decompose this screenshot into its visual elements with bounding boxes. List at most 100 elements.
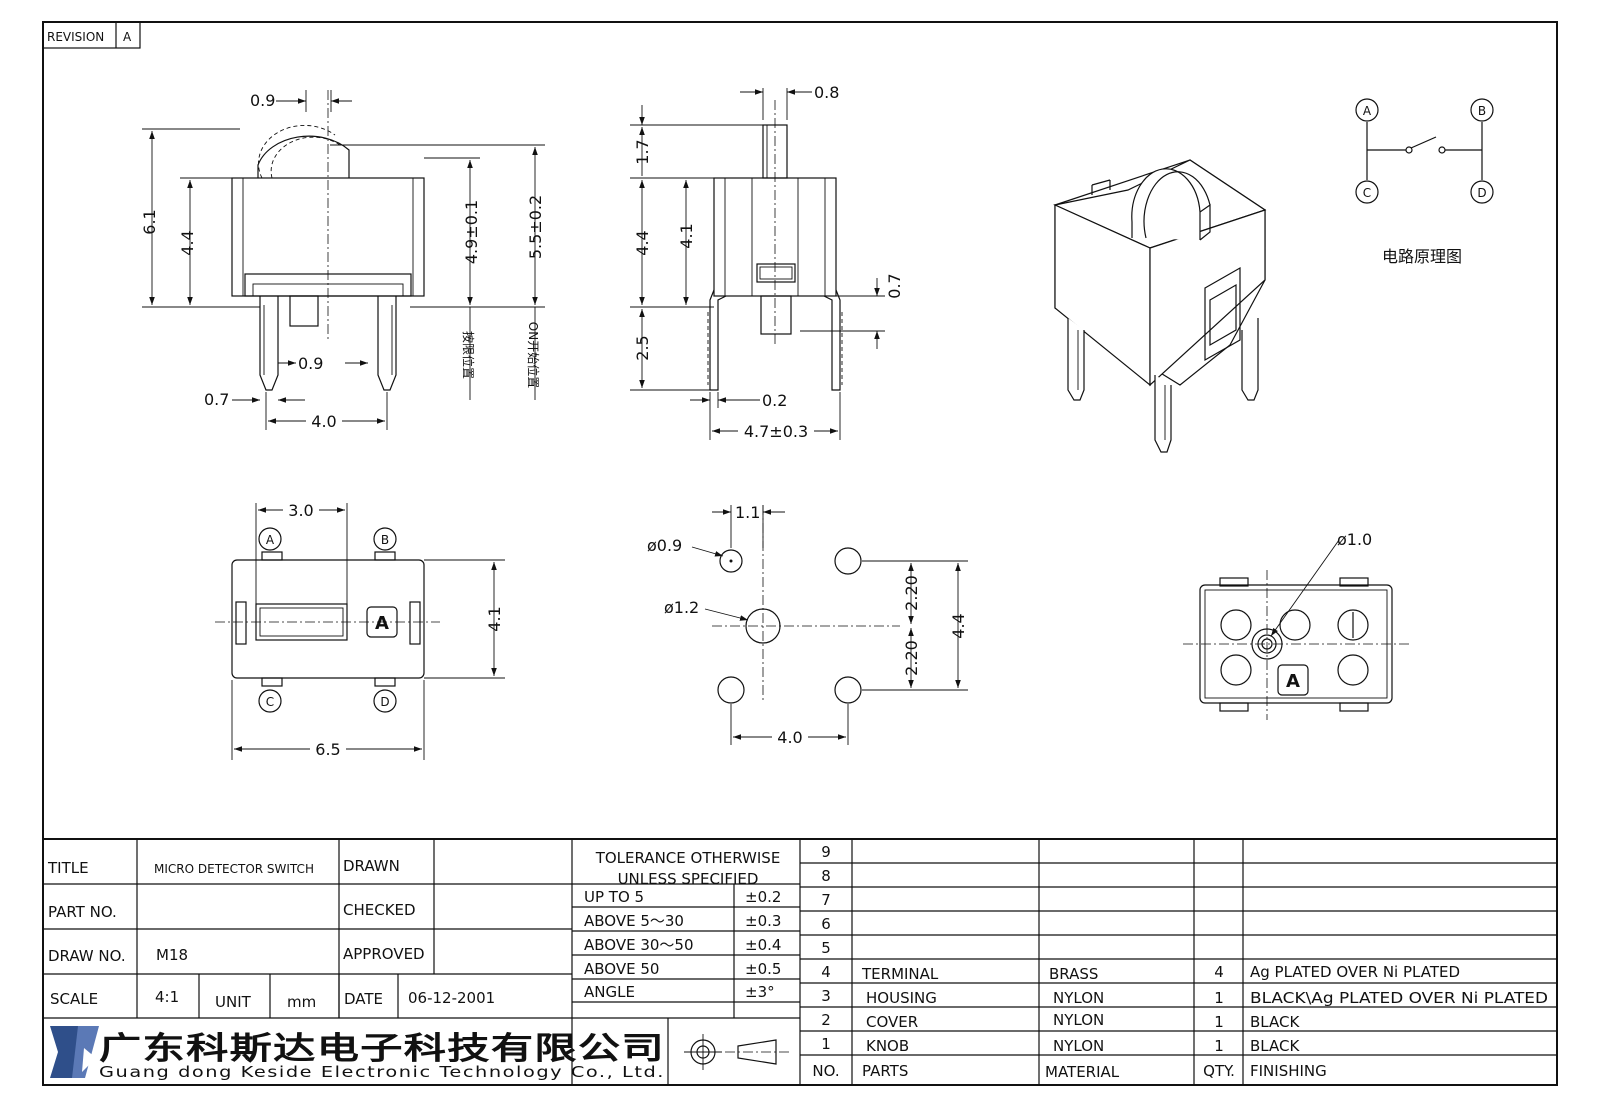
dim-front-free-height: 5.5±0.2 xyxy=(526,195,545,259)
bottom-body xyxy=(1199,584,1393,704)
svg-text:C: C xyxy=(266,695,274,709)
dim-side-width: 4.7±0.3 xyxy=(744,422,808,441)
svg-text:ANGLE: ANGLE xyxy=(584,983,635,1001)
pcb-layout: 1.1 ø0.9 ø1.2 2.20 2.20 4.4 4.0 xyxy=(647,503,968,747)
pcb-hole-b xyxy=(834,547,862,575)
parts-row: 1 KNOB NYLON 1 BLACK xyxy=(821,1035,1300,1055)
dim-pcb-total-height: 4.4 xyxy=(949,613,968,638)
top-view: A B C D A 3.0 4.1 6.5 xyxy=(215,501,505,760)
date-value: 06-12-2001 xyxy=(408,989,495,1007)
terminal-d-marker xyxy=(1470,180,1494,204)
date-label: DATE xyxy=(344,990,383,1008)
svg-text:KNOB: KNOB xyxy=(866,1037,909,1055)
iso-pin-front-right xyxy=(1154,375,1172,453)
parts-row: 5 xyxy=(821,939,831,957)
parts-row: 3 HOUSING NYLON 1 BLACK\Ag PLATED OVER N… xyxy=(821,987,1548,1007)
bottom-view: A ø1.0 xyxy=(1183,530,1410,720)
svg-text:±0.2: ±0.2 xyxy=(745,888,781,906)
iso-pin-back-right xyxy=(1241,318,1259,401)
label-on-position: ON开始位置 xyxy=(526,322,541,388)
svg-text:NO.: NO. xyxy=(812,1062,839,1080)
svg-text:HOUSING: HOUSING xyxy=(866,989,937,1007)
dim-top-height: 4.1 xyxy=(485,606,504,631)
svg-text:A: A xyxy=(1363,104,1372,118)
company-name-cn: 广东科斯达电子科技有限公司 xyxy=(99,1031,665,1067)
svg-text:1: 1 xyxy=(1214,989,1224,1007)
dim-front-pin-width: 0.7 xyxy=(204,390,229,409)
revision-label: REVISION xyxy=(47,30,104,44)
iso-pin-front-left xyxy=(1067,318,1085,401)
svg-text:NYLON: NYLON xyxy=(1053,989,1104,1007)
svg-text:B: B xyxy=(1478,104,1486,118)
parts-row: 8 xyxy=(821,867,831,885)
dim-pcb-lower-offset: 2.20 xyxy=(902,640,921,676)
dim-front-height-total: 6.1 xyxy=(140,209,159,234)
dim-top-length: 6.5 xyxy=(315,740,340,759)
svg-text:A: A xyxy=(266,533,275,547)
parts-row: 6 xyxy=(821,915,831,933)
unit-value: mm xyxy=(287,993,316,1011)
pcb-hole-d xyxy=(834,676,862,704)
svg-text:QTY.: QTY. xyxy=(1203,1062,1235,1080)
dim-front-body-height: 4.4 xyxy=(178,230,197,255)
circuit-schematic: A B C D 电路原理图 xyxy=(1355,98,1494,266)
tolerance-row: ABOVE 5～30 ±0.3 xyxy=(584,912,781,930)
side-view: 0.8 1.7 4.4 2.5 4.1 0.7 0.2 4.7±0.3 xyxy=(630,83,904,441)
pcb-hole-c xyxy=(717,676,745,704)
dim-pcb-hole-large: ø1.2 xyxy=(664,598,699,617)
tolerance-row: ABOVE 30～50 ±0.4 xyxy=(584,936,781,954)
dim-pcb-pitch: 4.0 xyxy=(777,728,802,747)
dim-side-inner-height: 4.1 xyxy=(677,223,696,248)
bottom-mark: A xyxy=(1286,671,1300,692)
svg-text:PARTS: PARTS xyxy=(862,1062,908,1080)
top-mark-box xyxy=(366,606,398,638)
svg-text:4: 4 xyxy=(821,963,831,981)
pcb-hole-center xyxy=(745,608,781,644)
top-mark: A xyxy=(375,613,389,634)
svg-text:BLACK\Ag PLATED OVER Ni PLATED: BLACK\Ag PLATED OVER Ni PLATED xyxy=(1250,989,1548,1007)
dim-side-knob-width: 0.8 xyxy=(814,83,839,102)
schematic-caption: 电路原理图 xyxy=(1382,247,1462,266)
company-logo xyxy=(50,1026,99,1078)
dim-side-pin-length: 2.5 xyxy=(633,335,652,360)
svg-text:BLACK: BLACK xyxy=(1250,1013,1300,1031)
svg-text:ABOVE 30～50: ABOVE 30～50 xyxy=(584,936,694,954)
terminal-a-marker xyxy=(1355,98,1379,122)
unit-label: UNIT xyxy=(215,993,252,1011)
dim-front-pin-pitch: 4.0 xyxy=(311,412,336,431)
title-value: MICRO DETECTOR SWITCH xyxy=(154,862,314,876)
dim-front-pin-gap: 0.9 xyxy=(298,354,323,373)
dim-side-body-height: 4.4 xyxy=(633,230,652,255)
svg-text:B: B xyxy=(381,533,389,547)
svg-text:6: 6 xyxy=(821,915,831,933)
revision-box: REVISION A xyxy=(42,21,141,49)
parts-header: NO. PARTS MATERIAL QTY. FINISHING xyxy=(812,1062,1326,1081)
svg-text:ABOVE 5～30: ABOVE 5～30 xyxy=(584,912,684,930)
tolerance-row: UP TO 5 ±0.2 xyxy=(584,888,781,906)
svg-text:±0.4: ±0.4 xyxy=(745,936,781,954)
svg-text:7: 7 xyxy=(821,891,831,909)
svg-text:FINISHING: FINISHING xyxy=(1250,1062,1327,1080)
dim-front-pressed-height: 4.9±0.1 xyxy=(462,200,481,264)
parts-row: 2 COVER NYLON 1 BLACK xyxy=(821,1011,1300,1031)
pcb-hole-a xyxy=(719,549,743,573)
company-name-en: Guang dong Keside Electronic Technology … xyxy=(99,1063,665,1081)
tolerance-row: ANGLE ±3° xyxy=(584,983,775,1001)
dim-side-standoff: 0.7 xyxy=(885,273,904,298)
side-pin-right xyxy=(823,289,841,391)
parts-row: 9 xyxy=(821,843,831,861)
svg-text:COVER: COVER xyxy=(866,1013,918,1031)
scale-label: SCALE xyxy=(50,990,98,1008)
side-pin-left xyxy=(709,289,727,391)
front-pin-left xyxy=(259,296,279,391)
svg-text:1: 1 xyxy=(1214,1013,1224,1031)
label-pressed-position: 按限位置 xyxy=(461,331,476,379)
dim-pcb-span: 1.1 xyxy=(735,503,760,522)
svg-text:Ag PLATED OVER Ni PLATED: Ag PLATED OVER Ni PLATED xyxy=(1250,963,1460,981)
dim-front-knob-offset: 0.9 xyxy=(250,91,275,110)
checked-label: CHECKED xyxy=(343,901,416,919)
svg-text:NYLON: NYLON xyxy=(1053,1037,1104,1055)
isometric-view xyxy=(1053,159,1267,453)
svg-text:3: 3 xyxy=(821,987,831,1005)
